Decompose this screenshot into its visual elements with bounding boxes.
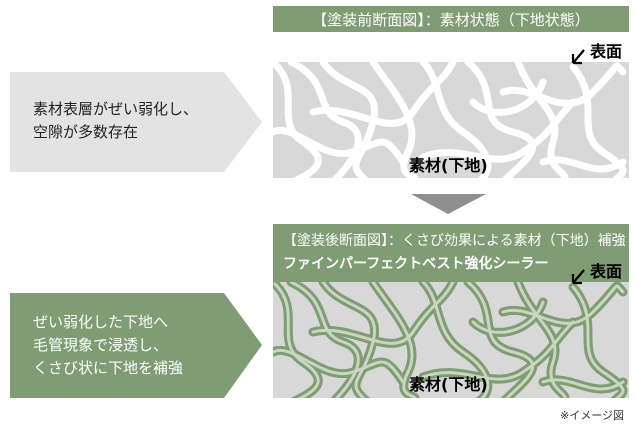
arrow-icon — [571, 269, 585, 285]
before-description: 素材表層がぜい弱化し、 空隙が多数存在 — [33, 98, 198, 146]
before-description-chevron — [10, 72, 262, 172]
after-description: ぜい弱化した下地へ 毛管現象で浸透し、 くさび状に下地を補強 — [33, 311, 183, 383]
down-arrow — [411, 194, 486, 214]
before-surface-label: 表面 — [590, 42, 623, 61]
before-surface-marker: 表面 — [570, 38, 630, 68]
after-base-label: 素材(下地) — [409, 375, 488, 394]
after-description-line-3: くさび状に下地を補強 — [33, 359, 184, 377]
image-note: ※イメージ図 — [560, 409, 624, 422]
after-surface-label: 表面 — [590, 262, 623, 281]
after-header: 【塗装後断面図】：くさび効果による素材（下地）補強 ファインパーフェクトベスト強… — [273, 224, 629, 282]
before-base-label: 素材(下地) — [409, 156, 488, 175]
arrow-icon — [571, 49, 585, 65]
after-header-title: 【塗装後断面図】：くさび効果による素材（下地）補強 — [283, 233, 626, 249]
after-description-line-2: 毛管現象で浸透し、 — [33, 336, 169, 354]
after-description-chevron — [10, 293, 262, 398]
before-description-line-1: 素材表層がぜい弱化し、 — [33, 100, 199, 118]
before-fiber-pattern — [273, 62, 627, 178]
after-cross-section — [273, 282, 629, 398]
after-description-line-1: ぜい弱化した下地へ — [33, 313, 169, 331]
after-product-name: ファインパーフェクトベスト強化シーラー — [283, 256, 549, 272]
before-description-line-2: 空隙が多数存在 — [33, 123, 139, 141]
after-surface-marker: 表面 — [570, 258, 630, 288]
before-header: 【塗装前断面図】：素材状態（下地状態） — [273, 6, 629, 32]
after-fiber-pattern — [273, 282, 628, 398]
before-cross-section — [273, 62, 629, 178]
